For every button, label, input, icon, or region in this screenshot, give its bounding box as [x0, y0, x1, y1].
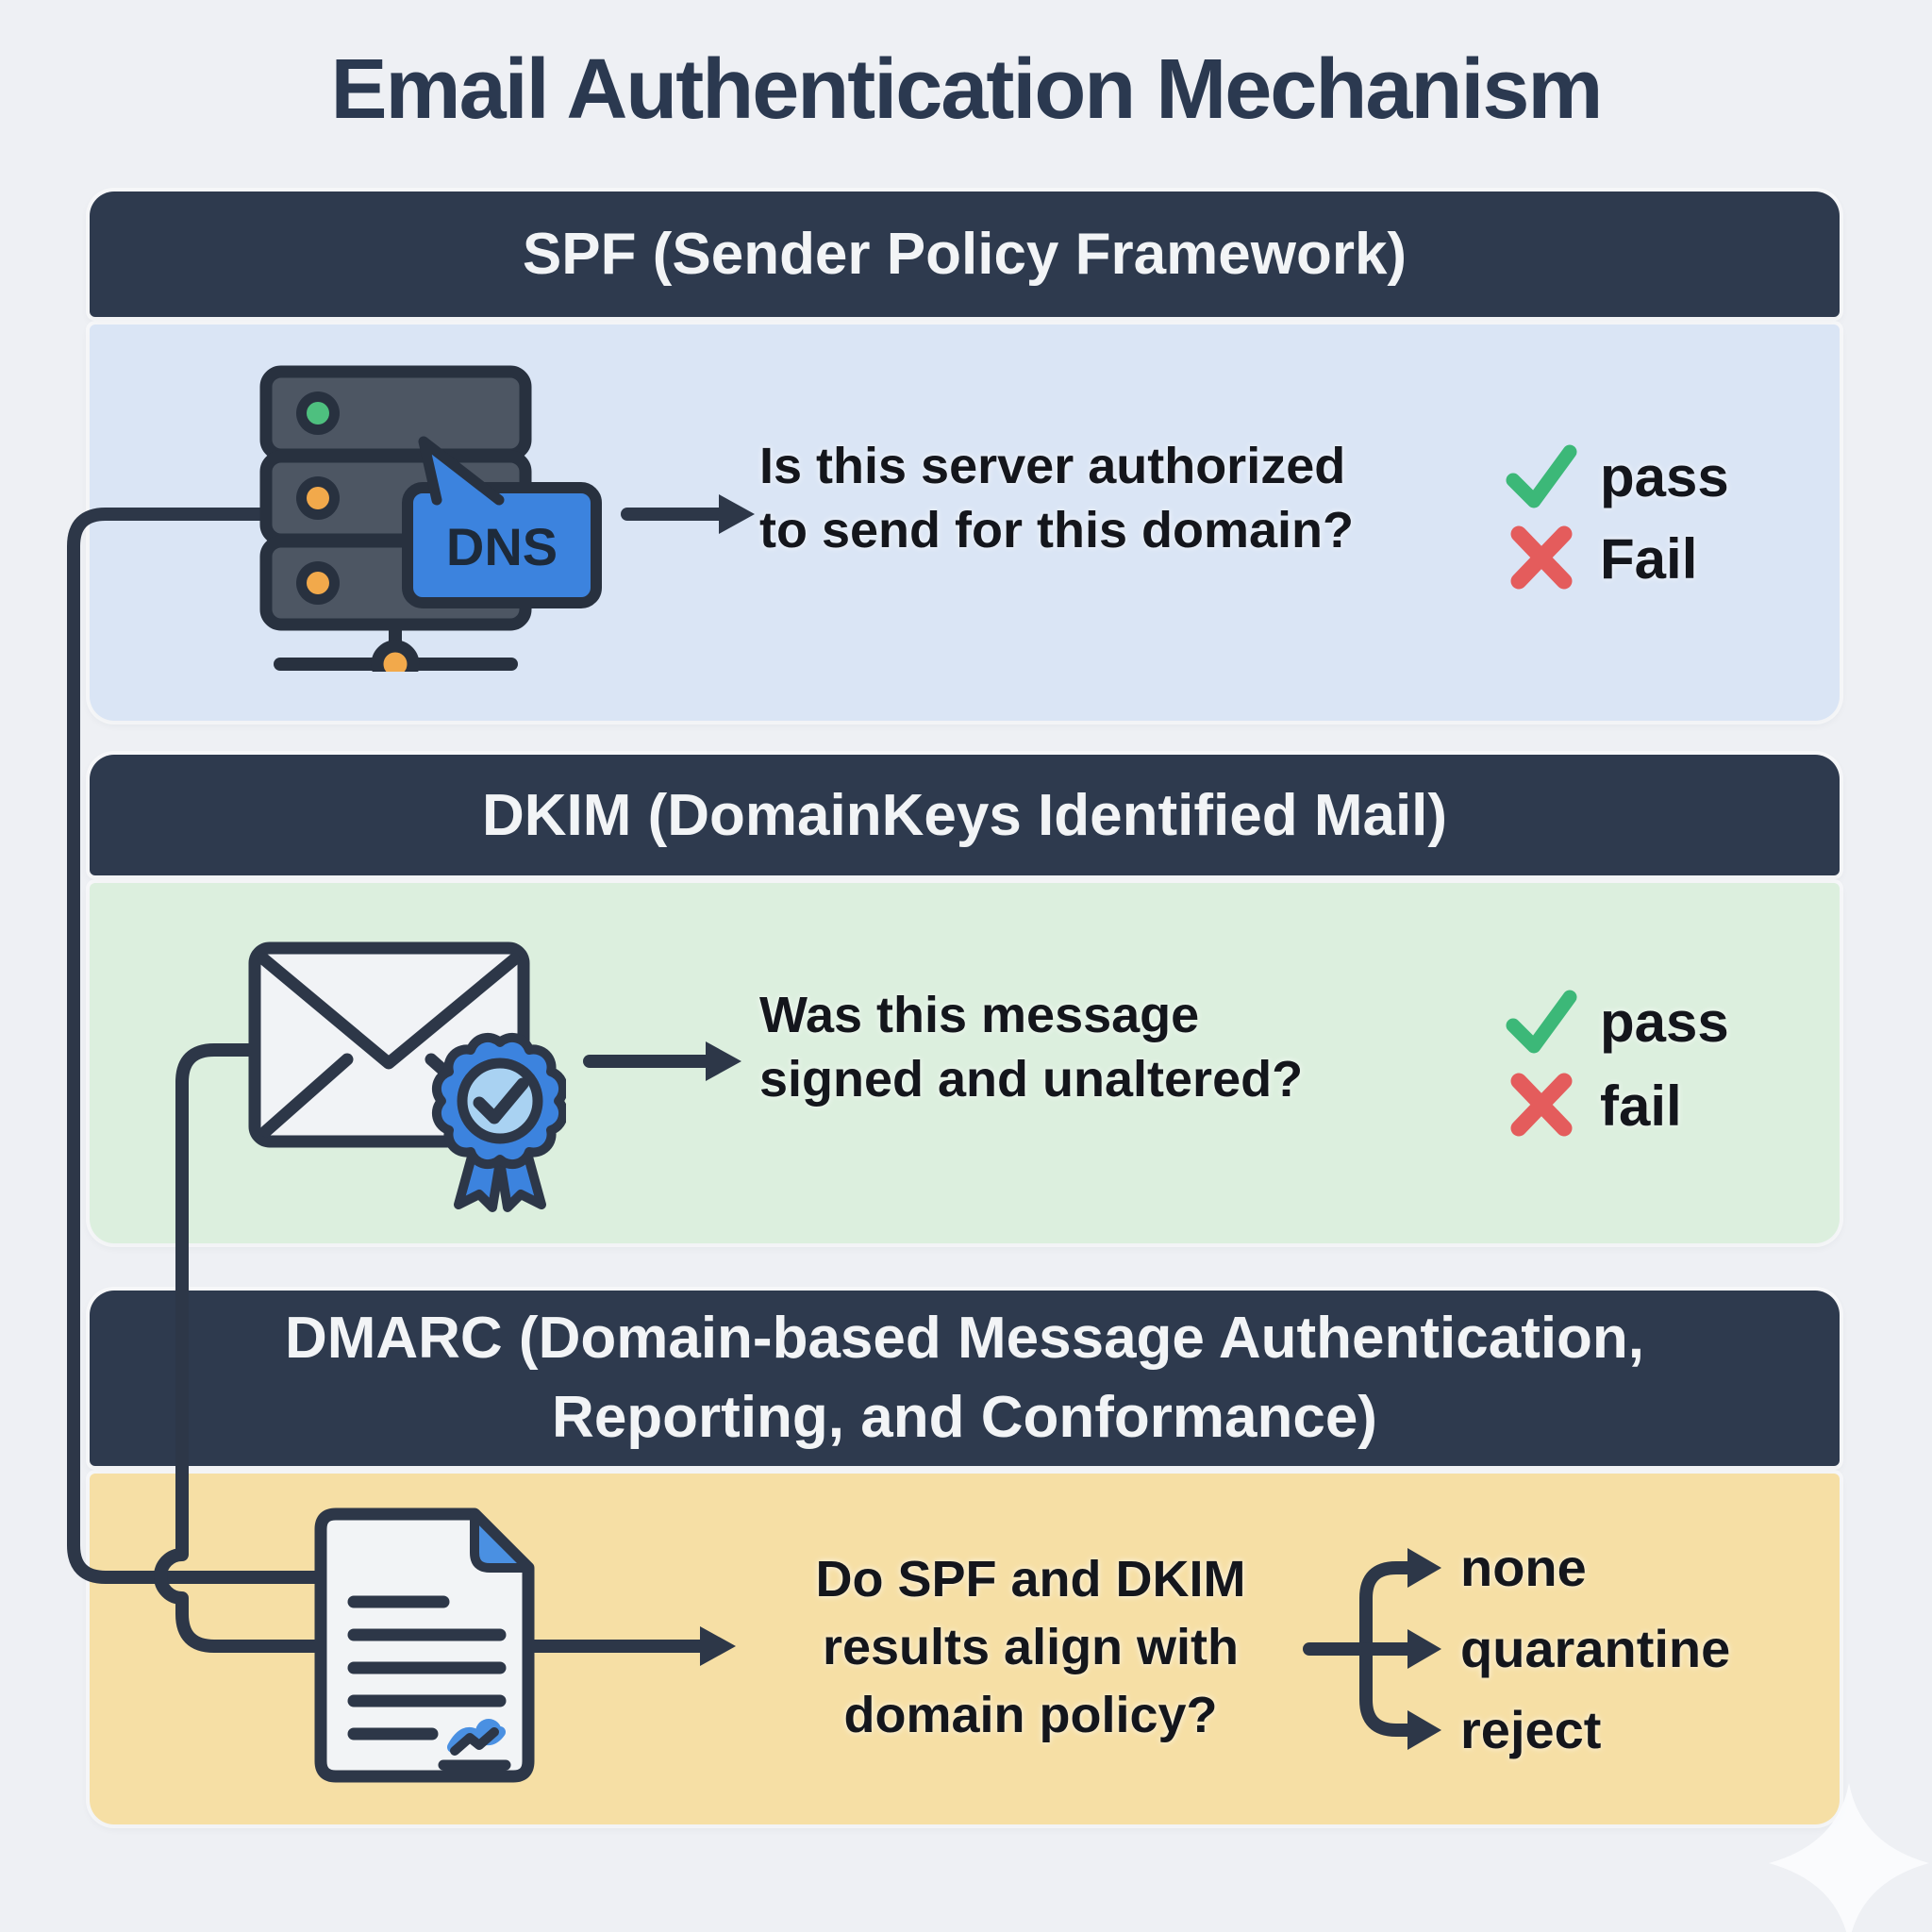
- spf-pass-row: pass: [1502, 437, 1729, 516]
- sparkle-icon: [1769, 1783, 1929, 1932]
- spf-pass-label: pass: [1600, 444, 1729, 508]
- dmarc-header-line2: Reporting, and Conformance): [552, 1385, 1377, 1450]
- branch-reject-arrowhead-icon: [1407, 1710, 1441, 1750]
- spf-question: Is this server authorized to send for th…: [759, 434, 1439, 562]
- spf-question-line1: Is this server authorized: [759, 438, 1346, 494]
- spf-arrowhead-icon: [719, 494, 755, 534]
- led-orange-icon: [307, 487, 329, 509]
- dmarc-question-line1: Do SPF and DKIM: [815, 1551, 1246, 1607]
- dmarc-section-header: DMARC (Domain-based Message Authenticati…: [90, 1291, 1840, 1466]
- check-icon: [1506, 990, 1577, 1054]
- dkim-fail-row: fail: [1502, 1066, 1682, 1145]
- cross-icon: [1510, 1073, 1573, 1137]
- dmarc-header-line1: DMARC (Domain-based Message Authenticati…: [284, 1306, 1645, 1371]
- dkim-fail-label: fail: [1600, 1074, 1682, 1138]
- spf-fail-label: Fail: [1600, 526, 1698, 591]
- signature-icon: [438, 1719, 511, 1771]
- dns-bubble-icon: [402, 482, 602, 608]
- badge-check-icon: [473, 1077, 529, 1124]
- dkim-section-header: DKIM (DomainKeys Identified Mail): [90, 755, 1840, 875]
- branch-down-line: [1359, 1642, 1414, 1737]
- policy-document-icon: [314, 1507, 535, 1783]
- policy-reject-label: reject: [1460, 1700, 1602, 1759]
- branch-quarantine-arrowhead-icon: [1407, 1629, 1441, 1669]
- spf-question-line2: to send for this domain?: [759, 502, 1354, 558]
- policy-quarantine-label: quarantine: [1460, 1619, 1731, 1678]
- dmarc-arrowhead-icon: [700, 1626, 736, 1666]
- page-title: Email Authentication Mechanism: [330, 42, 1604, 137]
- dkim-question-line2: signed and unaltered?: [759, 1051, 1304, 1108]
- arrowheads: [700, 494, 1441, 1750]
- dns-server-icon: DNS: [259, 365, 602, 672]
- folded-corner-icon: [470, 1509, 533, 1573]
- dkim-arrowhead-icon: [706, 1041, 741, 1081]
- dkim-pass-row: pass: [1502, 982, 1729, 1061]
- branch-up-line: [1359, 1561, 1414, 1656]
- dkim-to-dmarc-connector-line: [154, 1043, 450, 1653]
- spf-section-header: SPF (Sender Policy Framework): [90, 192, 1840, 317]
- dkim-question: Was this message signed and unaltered?: [759, 983, 1439, 1111]
- branch-none-arrowhead-icon: [1407, 1548, 1441, 1588]
- policy-none-label: none: [1460, 1538, 1587, 1597]
- dns-bubble-label: DNS: [446, 517, 558, 576]
- dmarc-question-line3: domain policy?: [843, 1687, 1218, 1743]
- spf-header-label: SPF (Sender Policy Framework): [522, 222, 1407, 287]
- spf-fail-row: Fail: [1502, 519, 1697, 598]
- dmarc-question: Do SPF and DKIM results align with domai…: [774, 1545, 1288, 1749]
- dkim-pass-label: pass: [1600, 990, 1729, 1054]
- led-green-icon: [307, 402, 329, 425]
- cross-icon: [1510, 525, 1573, 590]
- dkim-header-label: DKIM (DomainKeys Identified Mail): [481, 782, 1448, 848]
- led-orange-icon: [307, 572, 329, 594]
- dmarc-question-line2: results align with: [822, 1619, 1240, 1675]
- spf-to-dmarc-connector-line: [67, 508, 450, 1584]
- signed-envelope-icon: [248, 941, 566, 1212]
- dkim-question-line1: Was this message: [759, 987, 1200, 1043]
- check-icon: [1506, 444, 1577, 508]
